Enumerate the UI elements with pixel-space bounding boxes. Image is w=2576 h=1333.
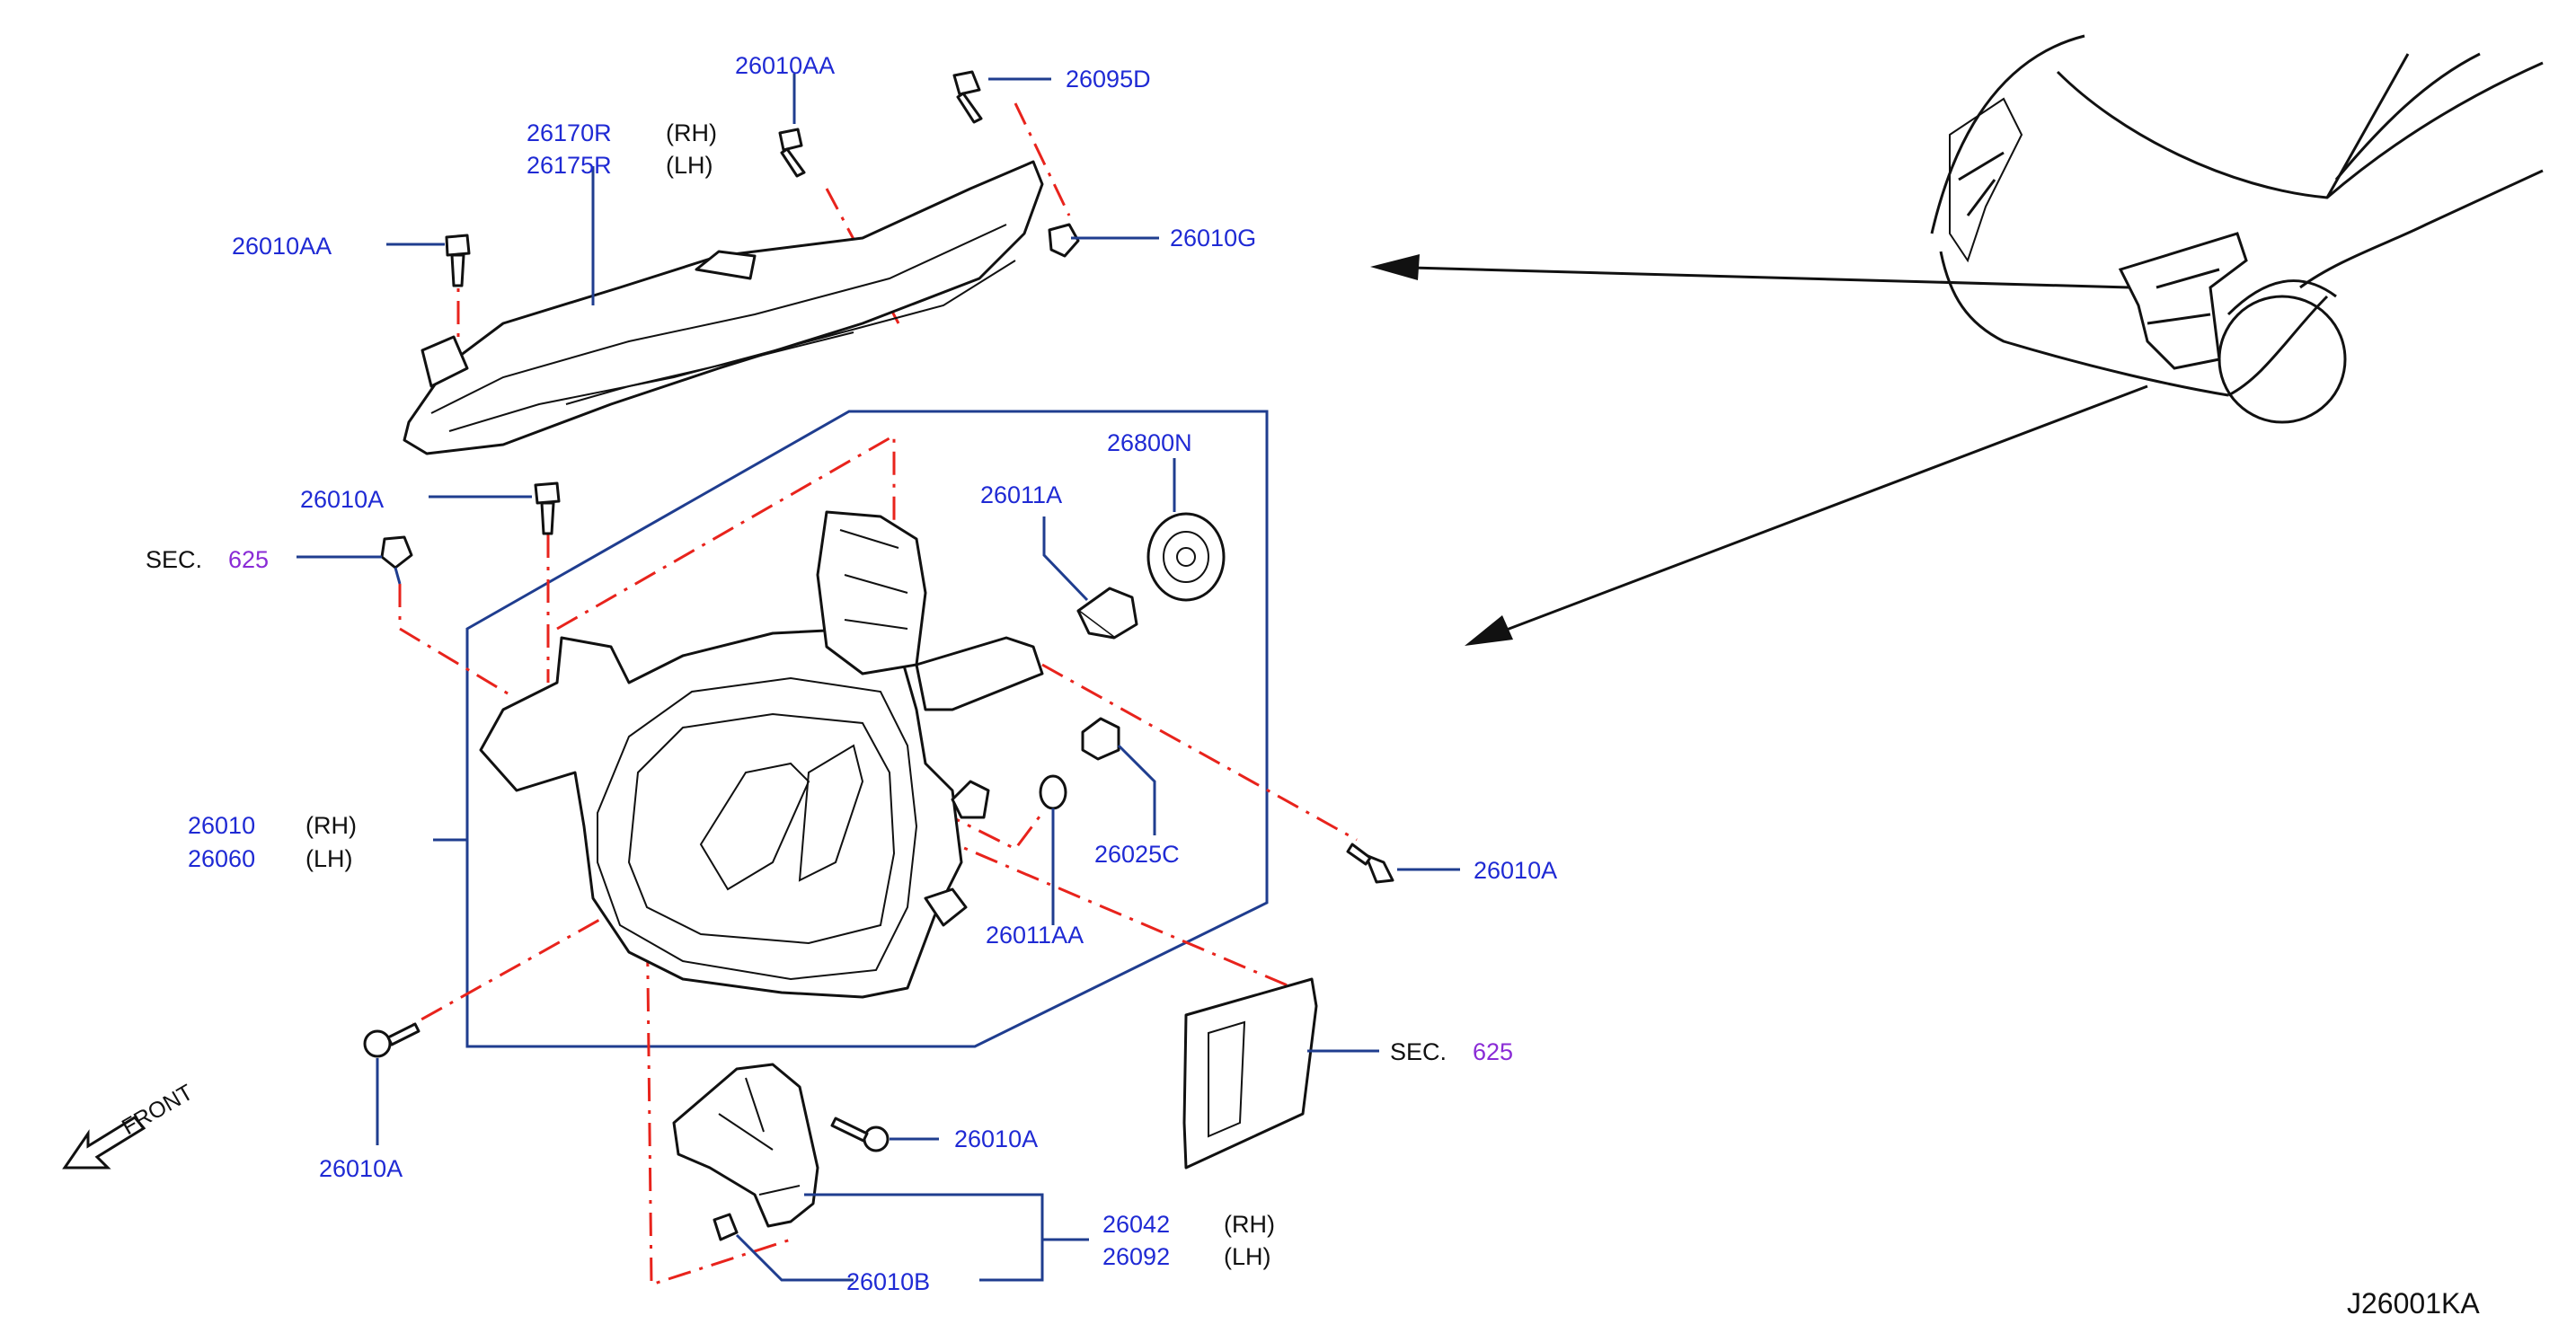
label-26060-lh: (LH): [305, 845, 353, 872]
label-26092-lh: (LH): [1224, 1243, 1271, 1270]
label-26095D: 26095D: [1066, 66, 1151, 93]
label-26170R: 26170R: [527, 119, 612, 146]
label-26011AA: 26011AA: [986, 922, 1084, 949]
reference-arrow-upper: [1378, 265, 2130, 289]
label-26042: 26042: [1102, 1211, 1170, 1238]
clip-sec-625: [380, 535, 413, 569]
diagram-code: J26001KA: [2347, 1287, 2480, 1320]
label-26092: 26092: [1102, 1243, 1170, 1270]
socket-26025C: [1081, 717, 1120, 761]
label-26025C: 26025C: [1094, 841, 1180, 868]
label-26170R-rh: (RH): [666, 119, 717, 146]
car-silhouette: [1930, 34, 2544, 424]
label-26175R: 26175R: [527, 152, 612, 179]
label-26060: 26060: [188, 845, 255, 872]
front-arrow-icon: [62, 1116, 146, 1170]
bolt-26010AA-top: [778, 128, 806, 178]
bolt-26010AA-left: [445, 234, 471, 287]
bolt-26010A-bracket: [830, 1117, 890, 1152]
clip-26010B: [713, 1213, 739, 1241]
bolt-26010A-upper: [534, 481, 561, 535]
label-26010AA-left: 26010AA: [232, 233, 332, 260]
reference-arrowhead-lower: [1465, 615, 1513, 646]
sec-625-panel: [1182, 977, 1318, 1170]
label-26010-rh: (RH): [305, 812, 357, 839]
bulb-26011A: [1076, 587, 1138, 640]
label-26010: 26010: [188, 812, 255, 839]
label-26011A: 26011A: [980, 481, 1062, 508]
label-sec-number-lower: 625: [1473, 1038, 1513, 1065]
label-26800N: 26800N: [1107, 429, 1192, 456]
bulb-cap-26800N: [1146, 512, 1226, 602]
reference-arrowhead-upper: [1370, 254, 1420, 280]
label-26175R-lh: (LH): [666, 152, 713, 179]
label-sec-prefix-lower: SEC.: [1390, 1038, 1447, 1065]
bolt-26095D: [952, 70, 983, 124]
headlamp-lower-bracket: [672, 1063, 819, 1228]
label-26010A-bottom: 26010A: [319, 1155, 403, 1182]
bolt-26010A-bottom: [363, 1022, 420, 1058]
leader-lines: [297, 74, 1460, 1282]
label-26010G: 26010G: [1170, 225, 1256, 252]
label-26010B: 26010B: [846, 1268, 930, 1295]
label-26010A-upper: 26010A: [300, 486, 384, 513]
reference-arrow-lower: [1473, 384, 2148, 644]
label-26042-rh: (RH): [1224, 1211, 1275, 1238]
label-sec-number-upper: 625: [228, 546, 269, 573]
label-26010AA-top: 26010AA: [735, 52, 835, 79]
bolt-26010A-right: [1346, 843, 1394, 884]
headlamp-assembly: [479, 510, 1044, 999]
label-26010A-bracket: 26010A: [954, 1126, 1038, 1152]
headlamp-upper-bracket: [403, 160, 1044, 455]
label-26010A-right: 26010A: [1474, 857, 1557, 884]
headlamp-group-box: [465, 410, 1269, 1048]
clip-26010G: [1048, 223, 1080, 258]
label-sec-prefix-upper: SEC.: [146, 546, 202, 573]
bulb-26011AA: [1039, 774, 1067, 810]
front-label: FRONT: [118, 1080, 198, 1140]
